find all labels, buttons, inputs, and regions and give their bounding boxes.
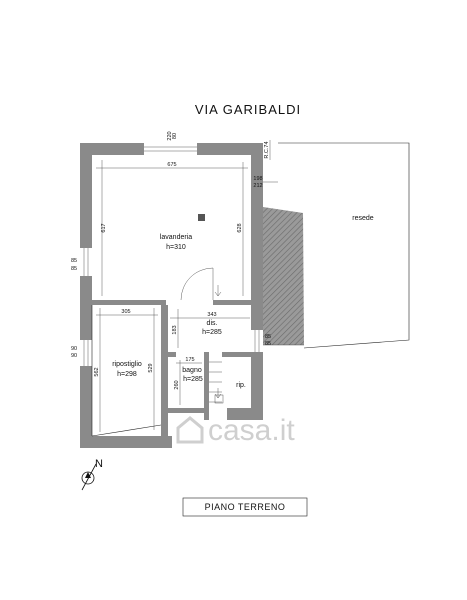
- sloped-wall: [91, 424, 162, 437]
- dim-212: 212: [253, 183, 262, 189]
- dim-rc74: R.C.74: [264, 141, 270, 158]
- dim-85-c: 85: [265, 334, 271, 340]
- dim-198: 198: [253, 176, 262, 182]
- north-arrow-icon: [81, 463, 97, 491]
- room-resede-name: resede: [352, 215, 374, 222]
- watermark: casa.it: [176, 414, 295, 447]
- dim-675: 675: [167, 162, 176, 168]
- dim-628: 628: [237, 223, 243, 232]
- dim-80: 80: [172, 133, 178, 139]
- room-dis-name: dis.: [207, 320, 218, 327]
- dim-85-b: 85: [71, 266, 77, 272]
- dim-529: 529: [148, 363, 154, 372]
- room-ripostiglio-height: h=298: [117, 371, 137, 378]
- room-bagno-name: bagno: [182, 367, 202, 374]
- room-ripostiglio-name: ripostiglio: [112, 361, 142, 368]
- north-label: N: [95, 458, 103, 470]
- dimension-lines: [96, 140, 278, 432]
- outer-walls: [80, 143, 263, 448]
- watermark-text: casa.it: [208, 414, 295, 447]
- dim-343: 343: [207, 312, 216, 318]
- dim-617: 617: [101, 223, 107, 232]
- arrow-down-icon: [214, 285, 222, 297]
- street-label: VIA GARIBALDI: [195, 102, 301, 117]
- dim-562: 562: [94, 367, 100, 376]
- dim-90-b: 90: [71, 353, 77, 359]
- room-rip-name: rip.: [236, 382, 246, 389]
- interior-walls: [92, 300, 251, 436]
- door-arc: [180, 267, 214, 301]
- dim-220: 220: [167, 131, 173, 140]
- dim-90-a: 90: [71, 346, 77, 352]
- neighbor-wall: [263, 207, 304, 345]
- stair-lines: [209, 361, 224, 404]
- dim-175: 175: [185, 357, 194, 363]
- arrow-down-icon-2: [214, 388, 222, 399]
- window-openings: [80, 143, 263, 366]
- room-lavanderia-height: h=310: [166, 244, 186, 251]
- room-bagno-height: h=285: [183, 376, 203, 383]
- floor-title: PIANO TERRENO: [205, 502, 286, 512]
- dim-305: 305: [121, 309, 130, 315]
- room-lavanderia-name: lavanderia: [160, 234, 192, 241]
- dim-260: 260: [174, 380, 180, 389]
- room-dis-height: h=285: [202, 329, 222, 336]
- resede-outline: [278, 142, 410, 349]
- dim-85-a: 85: [71, 258, 77, 264]
- dim-183: 183: [172, 325, 178, 334]
- column: [198, 214, 205, 221]
- title-box: [182, 497, 308, 517]
- dim-85-d: 85: [265, 341, 271, 347]
